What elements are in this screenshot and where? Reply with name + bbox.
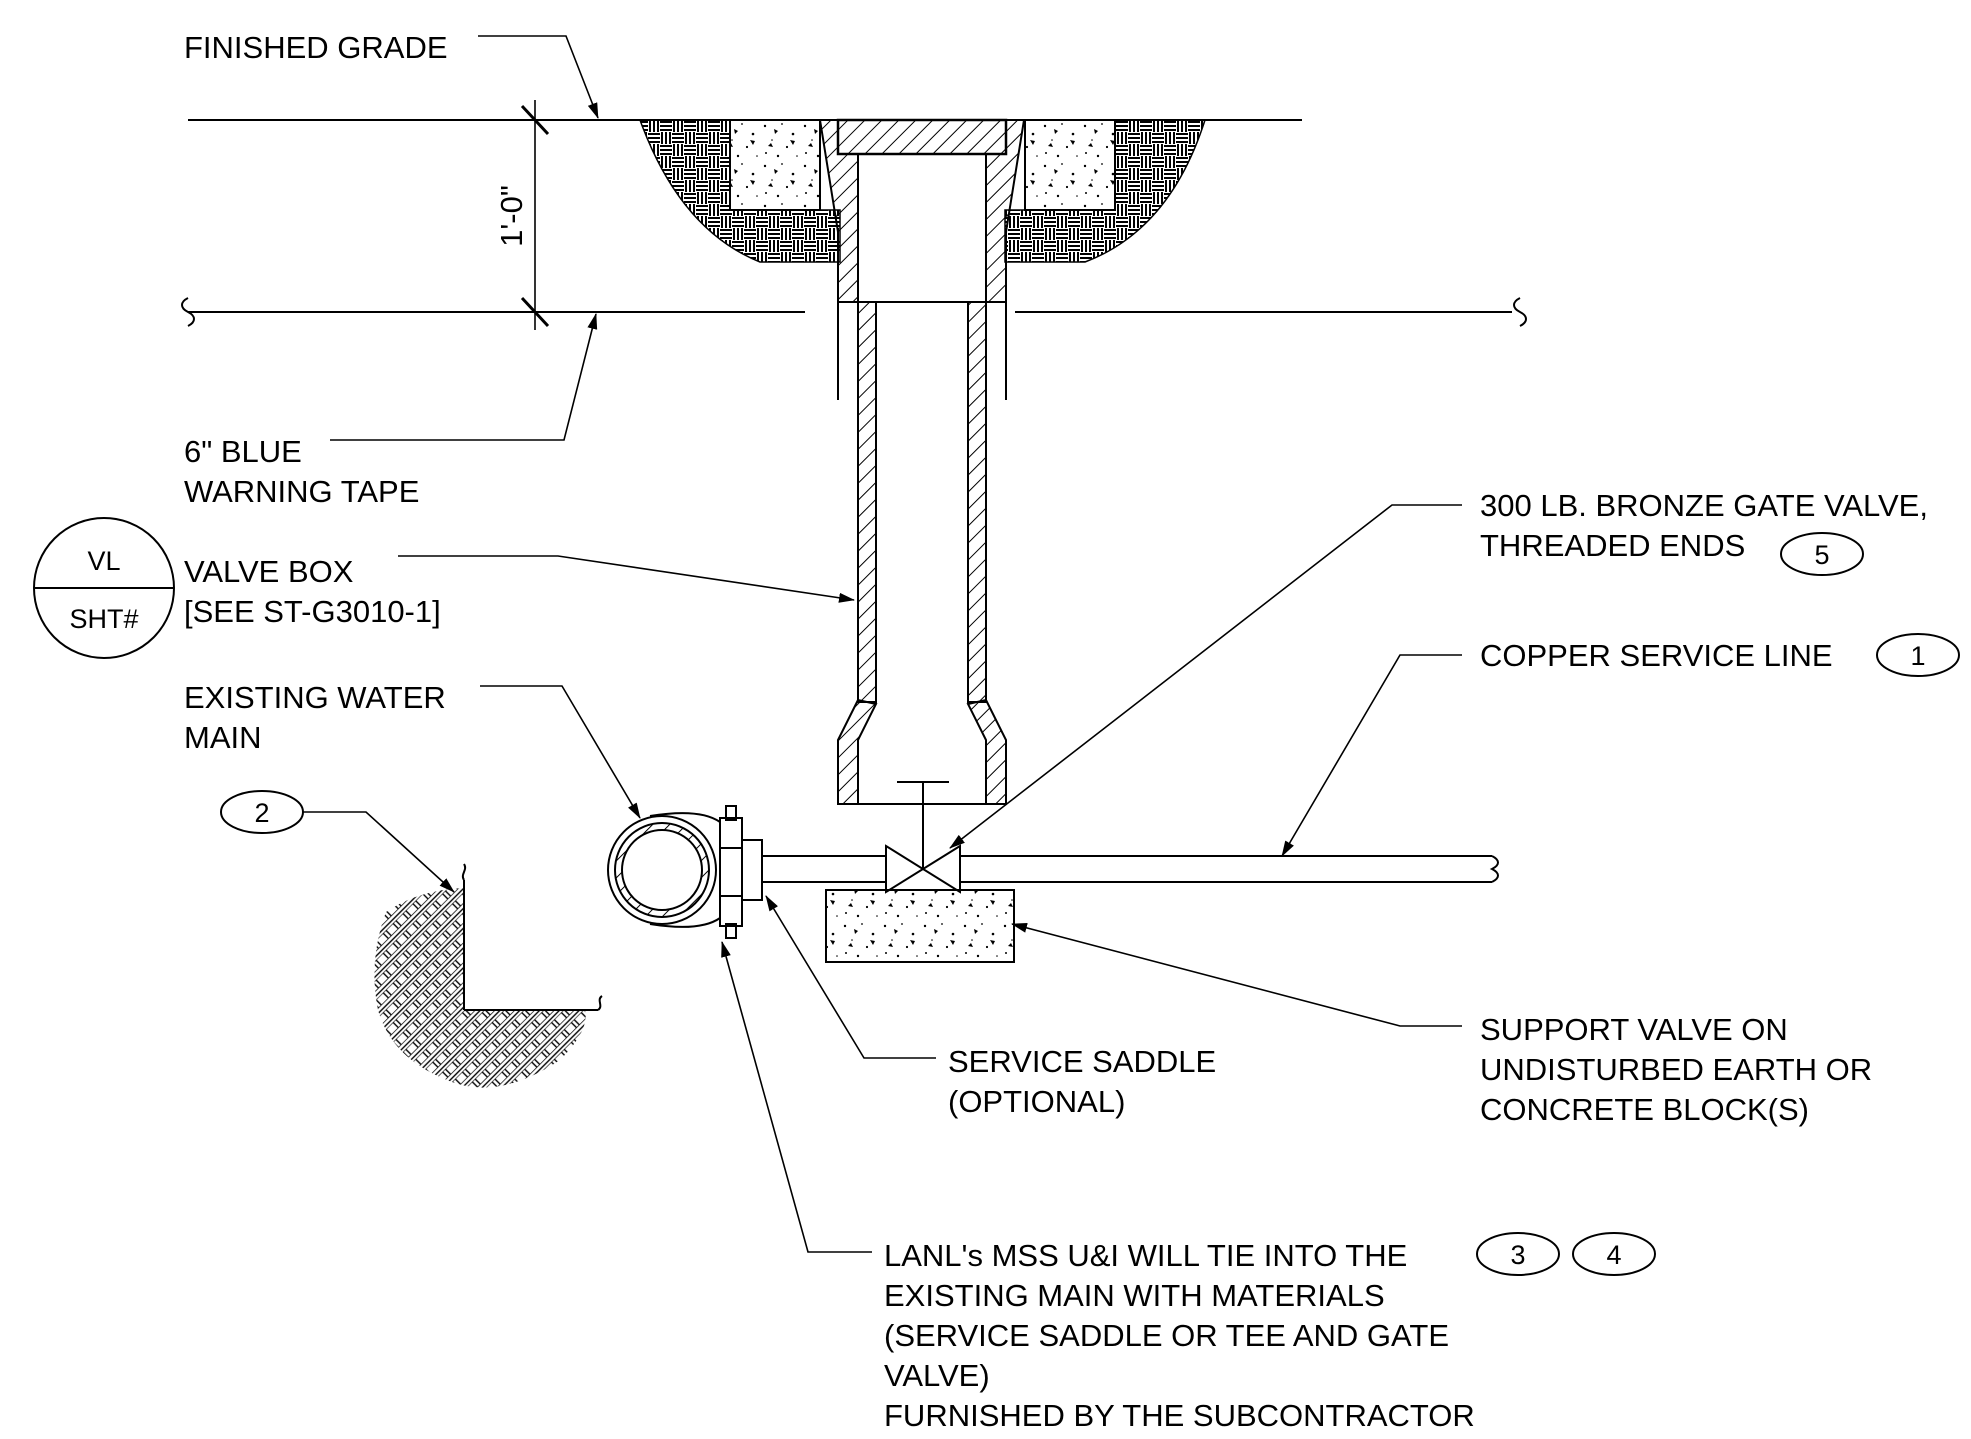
note-tag-copper-line-number: 1: [1910, 641, 1925, 671]
gate-valve-label-line1: 300 LB. BRONZE GATE VALVE,: [1480, 488, 1928, 523]
lanl-note-line1: LANL's MSS U&I WILL TIE INTO THE: [884, 1238, 1407, 1273]
service-saddle: [649, 805, 763, 939]
gate-valve: [885, 781, 961, 894]
depth-dimension: 1'-0": [494, 100, 550, 330]
note-tag-lanl-a: 3: [1476, 1232, 1560, 1276]
lanl-note-line3: (SERVICE SADDLE OR TEE AND GATE: [884, 1318, 1449, 1353]
lanl-note-line2: EXISTING MAIN WITH MATERIALS: [884, 1278, 1385, 1313]
note-tag-lanl-b-number: 4: [1606, 1240, 1621, 1270]
support-label-line1: SUPPORT VALVE ON: [1480, 1012, 1788, 1047]
note-tag-copper-line: 1: [1876, 633, 1960, 677]
warning-tape-label-line1: 6" BLUE: [184, 434, 302, 469]
support-label-line2: UNDISTURBED EARTH OR: [1480, 1052, 1872, 1087]
warning-tape-label-line2: WARNING TAPE: [184, 474, 419, 509]
saddle-label-line1: SERVICE SADDLE: [948, 1044, 1216, 1079]
finished-grade-label: FINISHED GRADE: [184, 30, 448, 65]
copper-line-label: COPPER SERVICE LINE: [1480, 638, 1833, 673]
valve-box-label-line1: VALVE BOX: [184, 554, 354, 589]
trench-earth: [374, 863, 603, 1088]
symbol-top-label: VL: [87, 546, 120, 576]
support-label-line3: CONCRETE BLOCK(S): [1480, 1092, 1809, 1127]
water-main-label-line1: EXISTING WATER: [184, 680, 446, 715]
lanl-note-line4: VALVE): [884, 1358, 990, 1393]
leaders: [302, 35, 1462, 1253]
saddle-label-line2: (OPTIONAL): [948, 1084, 1125, 1119]
water-main-label-line2: MAIN: [184, 720, 262, 755]
note-tag-lanl-b: 4: [1572, 1232, 1656, 1276]
note-tag-trench-number: 2: [254, 798, 269, 828]
note-tag-gate-valve-number: 5: [1814, 540, 1829, 570]
note-tag-trench: 2: [220, 790, 304, 834]
warning-tape-line: [181, 297, 1527, 327]
note-tag-gate-valve: 5: [1780, 532, 1864, 576]
lanl-note-line5: FURNISHED BY THE SUBCONTRACTOR: [884, 1398, 1475, 1433]
symbol-bottom-label: SHT#: [69, 604, 138, 634]
existing-water-main: [607, 815, 717, 925]
gate-valve-label-line2: THREADED ENDS: [1480, 528, 1745, 563]
concrete-support-block: [825, 889, 1015, 963]
note-tag-lanl-a-number: 3: [1510, 1240, 1525, 1270]
valve-box-label-line2: [SEE ST-G3010-1]: [184, 594, 441, 629]
section-reference-symbol: VL SHT#: [33, 517, 175, 659]
concrete-collar: [729, 119, 1116, 211]
dimension-label: 1'-0": [494, 185, 529, 247]
service-pipe: [762, 855, 1499, 883]
valve-box: [818, 118, 1026, 805]
